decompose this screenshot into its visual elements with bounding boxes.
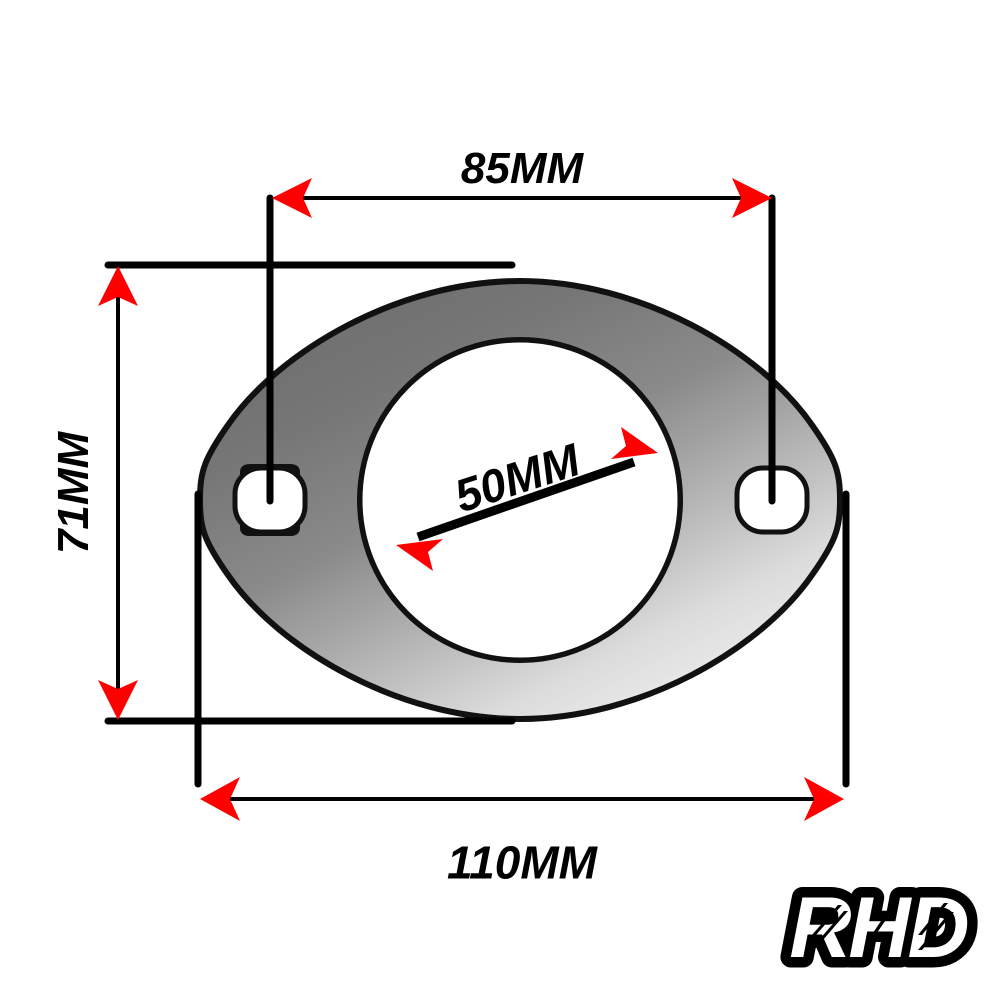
dimension-85mm-group: 85MM: [272, 144, 772, 218]
dimension-71mm-group: 71MM: [49, 266, 138, 720]
dimension-line-50mm: [416, 457, 636, 542]
arrowhead-bottom-71mm: [98, 680, 138, 720]
arrowhead-left-85mm: [272, 178, 312, 218]
arrowhead-top-71mm: [98, 266, 138, 306]
dimension-label-85mm: 85MM: [461, 144, 585, 193]
extension-lines-group: [104, 194, 850, 788]
dimension-label-110mm: 110MM: [447, 837, 599, 889]
arrowhead-lower-left-50mm: [396, 539, 443, 571]
dimension-110mm-group: 110MM: [200, 777, 844, 889]
rhd-logo-slashes: [812, 903, 954, 950]
arrowhead-upper-right-50mm: [611, 427, 658, 459]
arrowhead-left-110mm: [200, 777, 240, 821]
rhd-logo: RHD RHD: [779, 870, 981, 987]
dimension-label-71mm: 71MM: [49, 431, 98, 555]
arrowhead-right-110mm: [804, 777, 844, 821]
gasket-body-group: [196, 277, 844, 723]
arrowhead-right-85mm: [732, 178, 772, 218]
